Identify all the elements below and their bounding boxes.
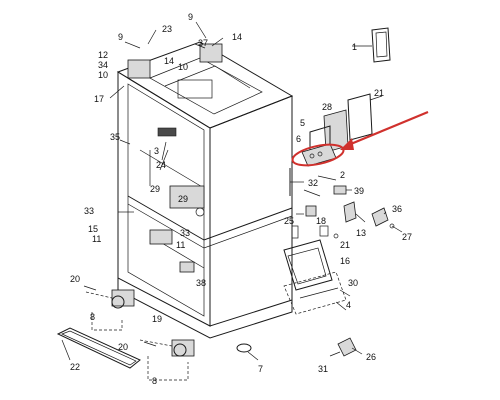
label-14-right: 14	[232, 32, 242, 42]
cabinet	[116, 41, 294, 339]
label-10-right: 10	[178, 62, 188, 72]
label-36: 36	[392, 204, 402, 214]
label-39: 39	[354, 186, 364, 196]
part-25	[291, 225, 299, 239]
label-21-lower: 21	[340, 240, 350, 250]
top-control-box	[177, 79, 213, 99]
highlight	[291, 110, 429, 167]
callout-labels: 1 2 3 4 5 6 7 8 8 9 9 10 10 11 11 12 13 …	[70, 12, 412, 386]
label-16: 16	[340, 256, 350, 266]
cabinet-liner	[127, 83, 205, 317]
cabinet-side	[209, 95, 293, 327]
label-19: 19	[152, 314, 162, 324]
top-housing-ridge	[164, 65, 251, 89]
label-8-right: 8	[152, 376, 157, 386]
label-35: 35	[110, 132, 120, 142]
lower-bracket-left	[149, 229, 173, 245]
label-20-bottom: 20	[118, 342, 128, 352]
upper-bracket	[157, 127, 177, 137]
lower-bracket-right	[179, 261, 195, 273]
part-30-shelf	[283, 239, 333, 291]
door-shelf-parts	[283, 239, 347, 315]
shelf-rail-upper	[139, 149, 205, 189]
leader-lines	[61, 21, 403, 361]
ice-bin-housing	[169, 185, 205, 209]
label-3: 3	[154, 146, 159, 156]
part-26-bracket	[337, 337, 357, 357]
label-8-left: 8	[90, 312, 95, 322]
guide-right	[147, 356, 189, 381]
cabinet-base	[117, 278, 293, 339]
label-38: 38	[196, 278, 206, 288]
part-4-trim	[283, 271, 347, 315]
side-small-parts	[289, 168, 395, 239]
label-9-left: 9	[118, 32, 123, 42]
label-9-right: 9	[188, 12, 193, 22]
part-18	[305, 205, 317, 217]
label-14-left: 14	[164, 56, 174, 66]
part-16	[319, 225, 329, 237]
label-17: 17	[94, 94, 104, 104]
highlight-arrow-shaft	[345, 110, 429, 148]
label-21-top: 21	[374, 88, 384, 98]
bottom-parts	[56, 289, 357, 381]
label-33-mid: 33	[180, 228, 190, 238]
screw-29	[195, 207, 205, 217]
part-2-control	[301, 143, 337, 167]
part-36-hinge	[371, 207, 389, 227]
label-4: 4	[346, 300, 351, 310]
left-hinge-block	[127, 59, 151, 79]
label-1: 1	[352, 42, 357, 52]
top-housing	[149, 57, 263, 115]
part-7-foot	[236, 343, 252, 353]
label-25: 25	[284, 216, 294, 226]
label-18: 18	[316, 216, 326, 226]
label-23: 23	[162, 24, 172, 34]
guide-left	[91, 312, 123, 331]
label-29-upper: 29	[150, 184, 160, 194]
divider-middle	[127, 195, 293, 241]
right-hinge-block	[199, 43, 223, 63]
label-11-left: 11	[92, 234, 101, 244]
label-7: 7	[258, 364, 263, 374]
label-20-top: 20	[70, 274, 80, 284]
label-6: 6	[296, 134, 301, 144]
label-12: 12	[98, 50, 108, 60]
label-37: 37	[198, 38, 208, 48]
label-30: 30	[348, 278, 358, 288]
label-29-mid: 29	[178, 194, 188, 204]
label-33-left: 33	[84, 206, 94, 216]
control-assembly	[301, 93, 383, 167]
label-24: 24	[156, 160, 166, 170]
divider-middle-lower	[127, 203, 293, 249]
part-21-cover	[347, 93, 373, 141]
label-26: 26	[366, 352, 376, 362]
label-34: 34	[98, 60, 108, 70]
part-1-booklet	[352, 27, 391, 63]
label-22: 22	[70, 362, 80, 372]
highlight-arrow-head	[340, 138, 354, 150]
label-32: 32	[308, 178, 318, 188]
part-39-clip	[333, 185, 347, 195]
label-28: 28	[322, 102, 332, 112]
label-31: 31	[318, 364, 328, 374]
label-27: 27	[402, 232, 412, 242]
label-15: 15	[88, 224, 98, 234]
part-13	[343, 201, 357, 223]
label-10-left: 10	[98, 70, 108, 80]
label-13: 13	[356, 228, 366, 238]
label-11-lower: 11	[176, 240, 185, 250]
label-2: 2	[340, 170, 345, 180]
label-5: 5	[300, 118, 305, 128]
part-22-kickplate	[56, 327, 141, 369]
